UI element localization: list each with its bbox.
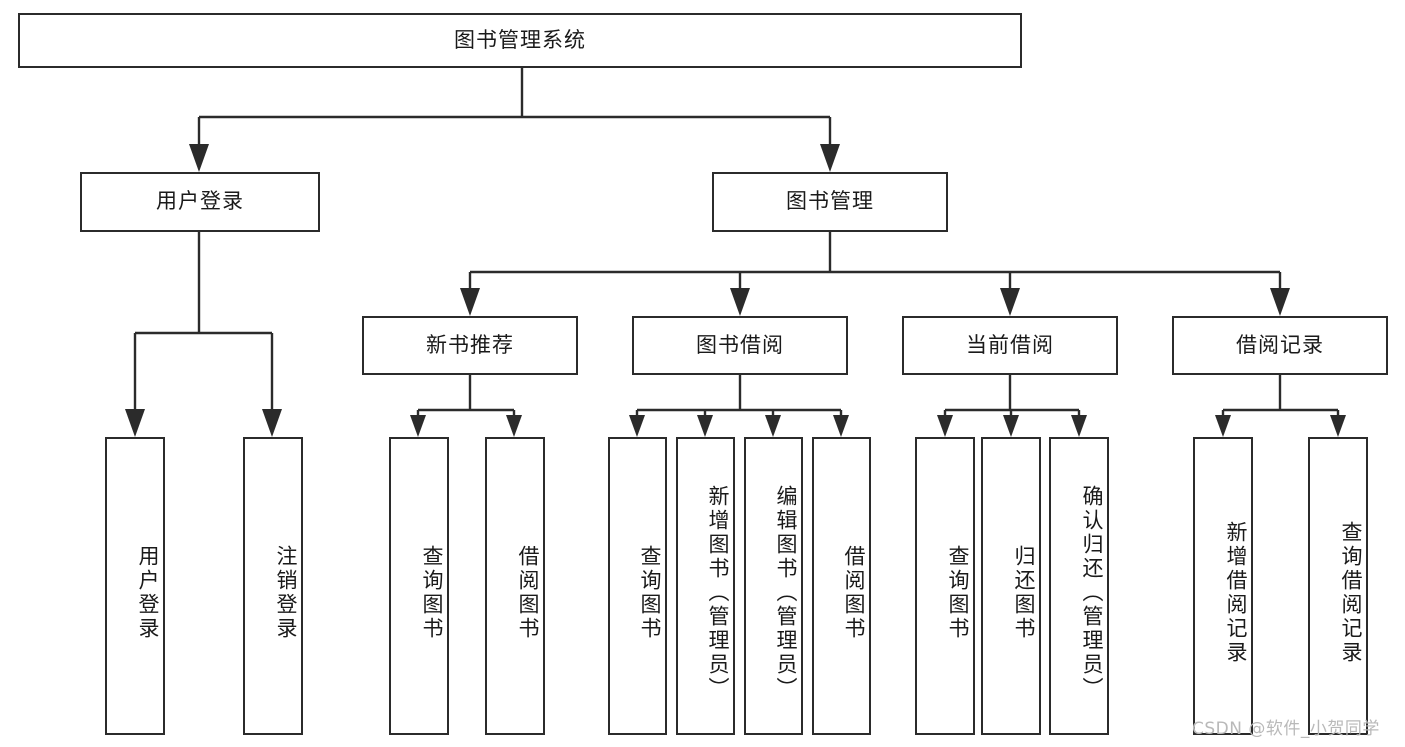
node-label: 确认归还（管理员）	[1080, 485, 1104, 701]
node-book-management[interactable]: 图书管理	[712, 172, 948, 232]
leaf-new-book-borrow-book[interactable]: 借阅图书	[485, 437, 545, 735]
csdn-watermark: CSDN @软件_小贺同学	[1192, 719, 1380, 739]
node-label: 图书管理系统	[454, 27, 586, 52]
node-label: 新增图书（管理员）	[706, 485, 730, 701]
node-label: 用户登录	[136, 545, 160, 641]
node-new-book-recommend[interactable]: 新书推荐	[362, 316, 578, 375]
leaf-current-borrow-confirm-return-admin[interactable]: 确认归还（管理员）	[1049, 437, 1109, 735]
leaf-new-book-query-book[interactable]: 查询图书	[389, 437, 449, 735]
node-label: 图书借阅	[696, 332, 784, 357]
leaf-current-borrow-return-book[interactable]: 归还图书	[981, 437, 1041, 735]
leaf-user-login-login[interactable]: 用户登录	[105, 437, 165, 735]
node-label: 当前借阅	[966, 332, 1054, 357]
node-label: 注销登录	[274, 545, 298, 641]
node-borrow-record[interactable]: 借阅记录	[1172, 316, 1388, 375]
leaf-current-borrow-query-book[interactable]: 查询图书	[915, 437, 975, 735]
node-label: 借阅记录	[1236, 332, 1324, 357]
node-book-borrow[interactable]: 图书借阅	[632, 316, 848, 375]
node-root-book-management-system[interactable]: 图书管理系统	[18, 13, 1022, 68]
node-label: 归还图书	[1012, 545, 1036, 641]
node-user-login[interactable]: 用户登录	[80, 172, 320, 232]
leaf-book-borrow-edit-book-admin[interactable]: 编辑图书（管理员）	[744, 437, 803, 735]
node-label: 查询借阅记录	[1339, 521, 1363, 665]
node-label: 图书管理	[786, 189, 874, 214]
leaf-book-borrow-add-book-admin[interactable]: 新增图书（管理员）	[676, 437, 735, 735]
node-label: 借阅图书	[842, 545, 866, 641]
node-label: 借阅图书	[516, 545, 540, 641]
node-label: 新增借阅记录	[1224, 521, 1248, 665]
node-label: 查询图书	[420, 545, 444, 641]
node-label: 用户登录	[156, 189, 244, 214]
leaf-borrow-record-query-record[interactable]: 查询借阅记录	[1308, 437, 1368, 735]
leaf-book-borrow-query-book[interactable]: 查询图书	[608, 437, 667, 735]
node-label: 查询图书	[946, 545, 970, 641]
leaf-user-login-logout[interactable]: 注销登录	[243, 437, 303, 735]
node-label: 编辑图书（管理员）	[774, 485, 798, 701]
leaf-borrow-record-add-record[interactable]: 新增借阅记录	[1193, 437, 1253, 735]
node-label: 查询图书	[638, 545, 662, 641]
node-label: 新书推荐	[426, 332, 514, 357]
leaf-book-borrow-borrow-book[interactable]: 借阅图书	[812, 437, 871, 735]
node-current-borrow[interactable]: 当前借阅	[902, 316, 1118, 375]
